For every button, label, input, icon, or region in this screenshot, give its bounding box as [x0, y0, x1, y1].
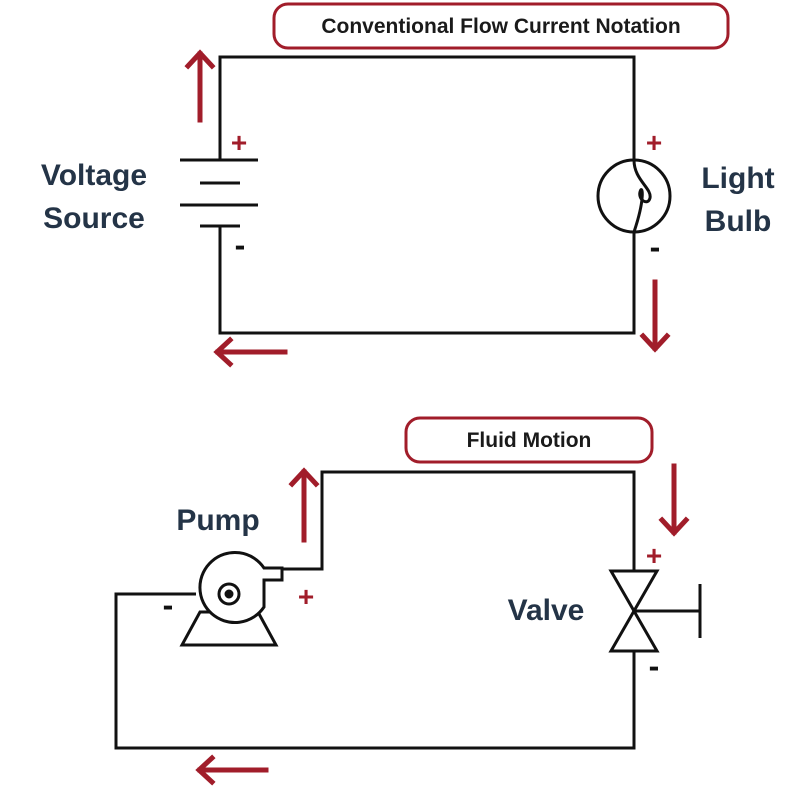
fluid-pipe-top — [280, 470, 636, 571]
arrow-up-icon — [288, 467, 320, 543]
voltage-source-label-line1: Voltage — [41, 159, 147, 192]
pump-minus-sign: - — [163, 587, 174, 623]
valve-label: Valve — [508, 594, 585, 627]
voltage-source-label-line2: Source — [43, 202, 145, 235]
arrow-left-icon — [195, 754, 269, 786]
fluid-pipe-bottom — [114, 592, 636, 750]
battery-icon — [180, 158, 258, 228]
arrow-left-icon — [213, 336, 288, 368]
pump-icon — [179, 551, 284, 647]
electrical-wire-top — [218, 55, 636, 160]
valve-icon — [608, 569, 702, 653]
valve-plus-sign: + — [646, 540, 662, 571]
pump-label: Pump — [176, 504, 259, 537]
fluid-title: Fluid Motion — [467, 429, 592, 452]
bulb-minus-sign: - — [650, 229, 661, 265]
fluid-circuit: Fluid Motion Pump Valve + - + - — [114, 416, 702, 786]
electrical-circuit: Conventional Flow Current Notation Volta… — [41, 2, 775, 368]
electrical-title: Conventional Flow Current Notation — [321, 15, 680, 38]
light-bulb-label-line1: Light — [701, 162, 774, 195]
bulb-plus-sign: + — [646, 127, 662, 158]
valve-minus-sign: - — [649, 648, 660, 684]
source-plus-sign: + — [231, 127, 247, 158]
arrow-down-icon — [639, 279, 671, 353]
light-bulb-label-line2: Bulb — [705, 205, 772, 238]
pump-plus-sign: + — [298, 581, 314, 612]
electrical-title-box: Conventional Flow Current Notation — [272, 2, 730, 50]
fluid-title-box: Fluid Motion — [404, 416, 654, 464]
arrow-up-icon — [184, 49, 216, 123]
source-minus-sign: - — [235, 227, 246, 263]
arrow-down-icon — [658, 463, 690, 537]
electrical-wire-bottom — [218, 226, 636, 335]
light-bulb-icon — [596, 158, 672, 234]
